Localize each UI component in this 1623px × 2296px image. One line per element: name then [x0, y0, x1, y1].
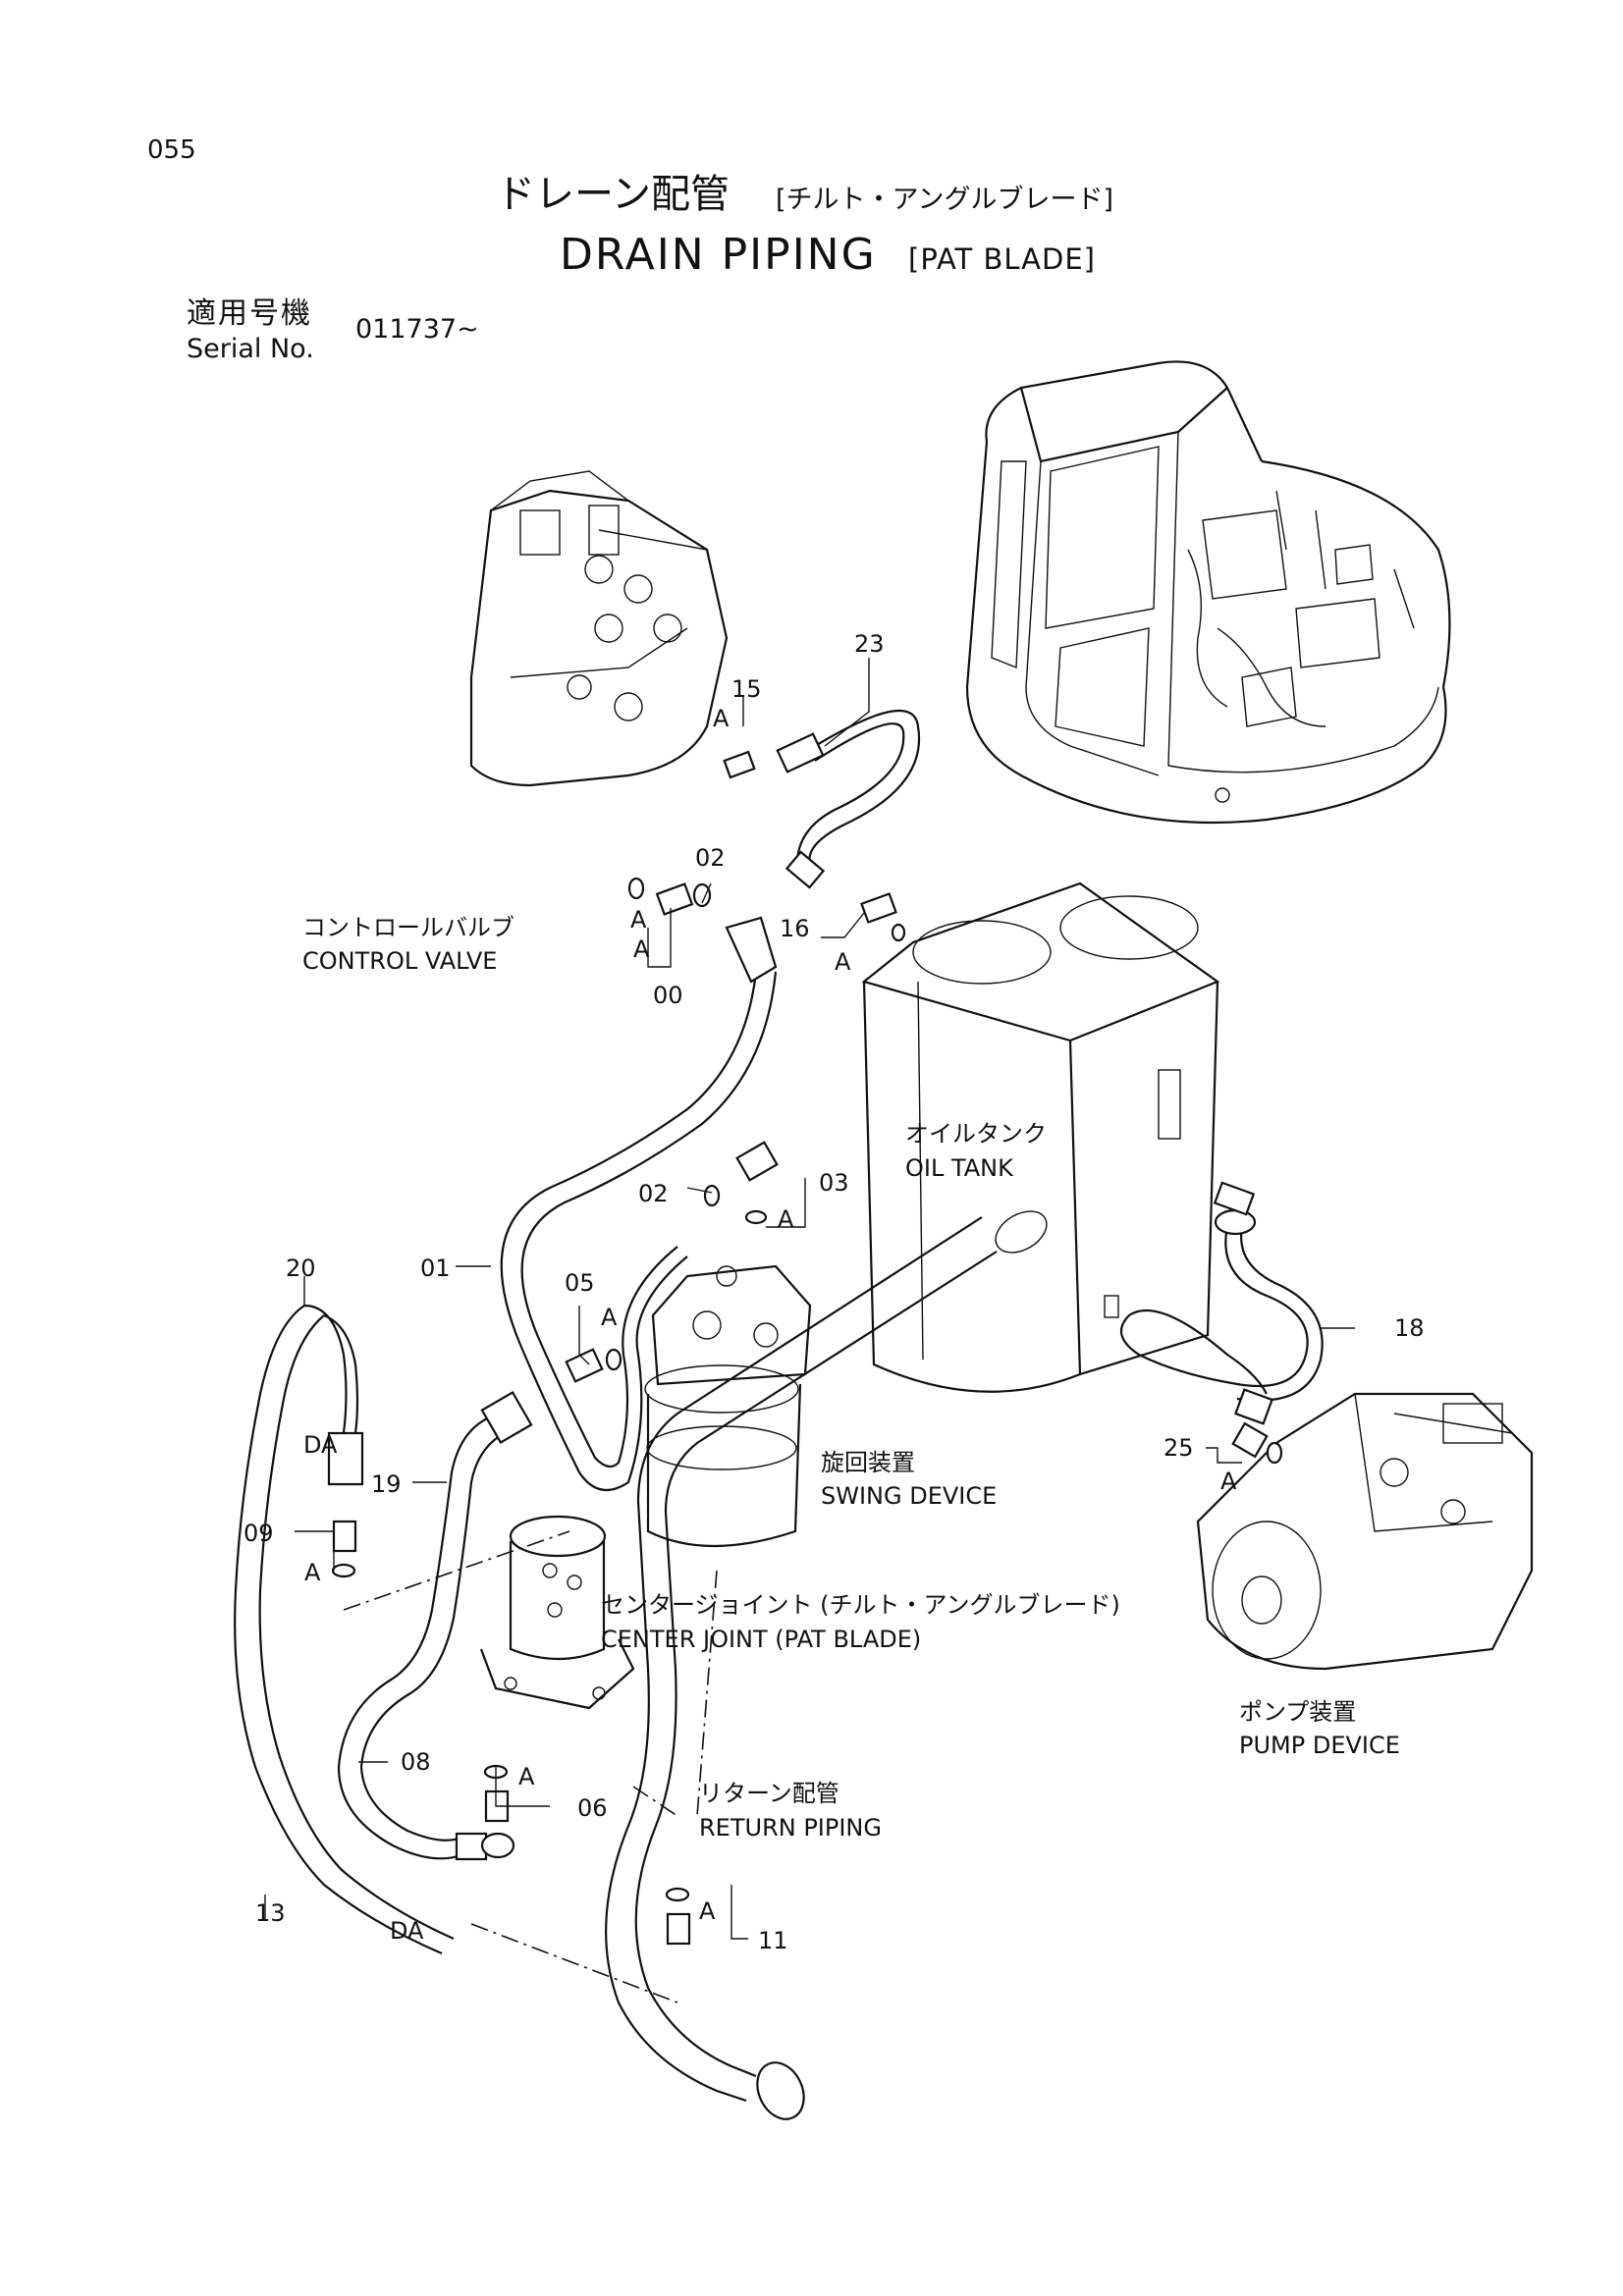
part-number-06: 06: [577, 1794, 608, 1822]
marker-a-16: A: [835, 948, 851, 976]
part-number-23: 23: [854, 630, 885, 658]
swing-device-label-ja: 旋回装置: [821, 1449, 915, 1476]
part-number-05: 05: [565, 1269, 595, 1297]
center-joint-drawing: [479, 1515, 635, 1710]
swing-device-drawing: [644, 1264, 812, 1548]
pump-device-drawing: [1196, 1392, 1534, 1671]
marker-a-05: A: [601, 1304, 618, 1331]
pump-device-label-ja: ポンプ装置: [1239, 1698, 1357, 1726]
part-number-16: 16: [780, 915, 810, 942]
part-number-02-upper: 02: [695, 844, 726, 872]
part-number-08: 08: [401, 1748, 431, 1776]
part-number-00: 00: [653, 982, 683, 1009]
marker-da-upper: DA: [303, 1431, 338, 1459]
oil-tank-drawing: [861, 881, 1220, 1393]
part-number-20: 20: [286, 1255, 316, 1282]
hose-23: [776, 709, 921, 889]
title-japanese: ドレーン配管: [496, 172, 730, 217]
hose-19-08: [337, 1391, 533, 1861]
return-piping-label-ja: リターン配管: [699, 1780, 839, 1807]
return-pipe: [605, 1210, 1048, 2120]
control-valve-label-en: CONTROL VALVE: [302, 947, 498, 975]
marker-a-00-lower: A: [633, 935, 650, 963]
connection-lines: [343, 1530, 718, 2003]
cab-upper-structure: [965, 360, 1451, 825]
control-valve-label-ja: コントロールバルブ: [302, 914, 514, 941]
marker-a-11: A: [699, 1897, 716, 1925]
title-english-subtitle: [PAT BLADE]: [908, 242, 1096, 276]
title-japanese-subtitle: [チルト・アングルブレード]: [776, 185, 1113, 215]
pump-device-label-en: PUMP DEVICE: [1239, 1732, 1400, 1759]
title-english: DRAIN PIPING: [560, 230, 877, 280]
part-number-25: 25: [1163, 1434, 1194, 1462]
oil-tank-label-en: OIL TANK: [905, 1154, 1013, 1182]
center-joint-label-ja: センタージョイント (チルト・アングルブレード): [601, 1591, 1120, 1619]
part-number-11: 11: [758, 1927, 788, 1954]
serial-number: 011737~: [355, 314, 479, 345]
serial-label-japanese: 適用号機: [187, 296, 312, 331]
marker-a-15: A: [713, 705, 730, 732]
serial-label-english: Serial No.: [187, 334, 314, 364]
hose-01: [500, 916, 778, 1492]
marker-a-06: A: [518, 1763, 535, 1790]
return-piping-label-en: RETURN PIPING: [699, 1814, 882, 1842]
control-valve-drawing: [469, 470, 729, 787]
hose-18: [1119, 1208, 1324, 1425]
marker-a-09: A: [304, 1559, 321, 1586]
swing-device-label-en: SWING DEVICE: [821, 1482, 998, 1510]
oil-tank-label-ja: オイルタンク: [905, 1120, 1047, 1148]
part-number-13: 13: [255, 1899, 286, 1927]
part-number-03: 03: [819, 1169, 849, 1197]
leader-lines: [264, 658, 1355, 1940]
marker-da-lower: DA: [390, 1917, 424, 1945]
part-number-01: 01: [420, 1255, 451, 1282]
part-number-18: 18: [1394, 1314, 1425, 1342]
marker-a-03: A: [778, 1205, 794, 1233]
part-number-09: 09: [243, 1520, 274, 1547]
part-number-15: 15: [731, 675, 762, 703]
marker-a-25: A: [1220, 1468, 1237, 1495]
page-number: 055: [147, 135, 196, 165]
part-number-02-lower: 02: [638, 1180, 669, 1207]
part-number-19: 19: [371, 1470, 402, 1498]
marker-a-00-upper: A: [630, 906, 647, 934]
center-joint-label-en: CENTER JOINT (PAT BLADE): [601, 1626, 922, 1653]
hose-20-13: [234, 1304, 455, 1955]
